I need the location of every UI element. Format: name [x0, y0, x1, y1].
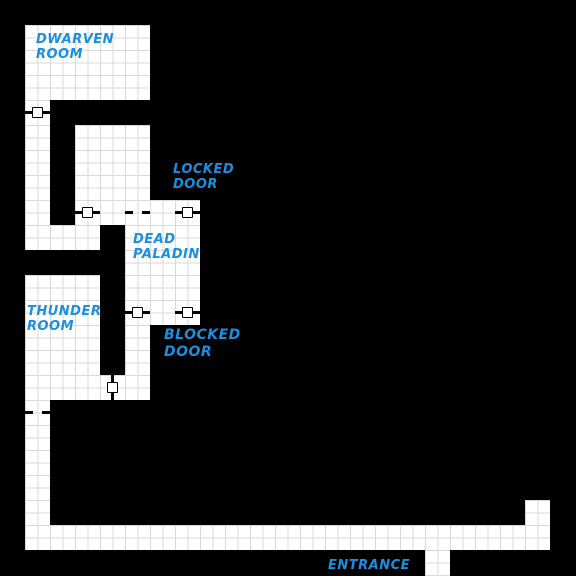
label-blocked-door: BLOCKED DOOR: [164, 327, 241, 360]
dead-paladin-room-floor: [125, 225, 200, 300]
door-west-corridor[interactable]: [32, 107, 43, 118]
door-blocked[interactable]: [182, 307, 193, 318]
label-entrance: ENTRANCE: [328, 558, 410, 573]
wall-tick: [142, 311, 150, 314]
label-thunder-room: THUNDER ROOM: [27, 304, 102, 334]
label-dwarven-room: DWARVEN ROOM: [36, 32, 115, 62]
south-long-corridor: [25, 525, 550, 550]
entrance-passage: [425, 550, 450, 576]
wall-tick: [192, 211, 200, 214]
wall-tick: [142, 211, 150, 214]
wall-tick: [111, 392, 114, 400]
upper-loop-bottom: [25, 225, 100, 250]
wall-tick: [25, 111, 33, 114]
wall-tick: [125, 311, 133, 314]
door-locked[interactable]: [182, 207, 193, 218]
door-paladin-south[interactable]: [132, 307, 143, 318]
label-dead-paladin: DEAD PALADIN: [133, 232, 200, 262]
dwarven-room-floor: [25, 25, 150, 100]
wall-tick: [42, 411, 50, 414]
wall-tick: [25, 411, 33, 414]
wall-tick: [75, 211, 83, 214]
east-stub: [525, 500, 550, 550]
thunder-room-south-connector: [25, 375, 150, 400]
label-locked-door: LOCKED DOOR: [173, 162, 235, 192]
wall-tick: [92, 211, 100, 214]
wall-tick: [42, 111, 50, 114]
wall-tick: [175, 211, 183, 214]
door-middle-room[interactable]: [82, 207, 93, 218]
wall-tick: [125, 211, 133, 214]
door-thunder-south[interactable]: [107, 382, 118, 393]
wall-tick: [175, 311, 183, 314]
wall-tick: [192, 311, 200, 314]
wall-tick: [111, 375, 114, 383]
